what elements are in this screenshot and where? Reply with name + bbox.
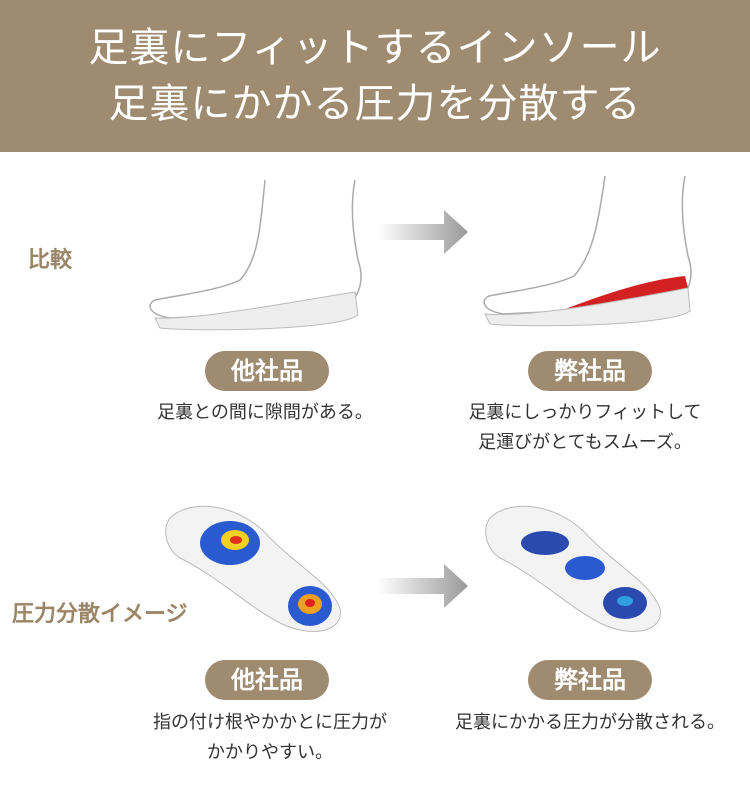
title-line-2: 足裏にかかる圧力を分散する xyxy=(108,81,642,127)
arrow-right-icon xyxy=(378,564,468,608)
header-banner: 足裏にフィットするインソール 足裏にかかる圧力を分散する xyxy=(0,0,750,152)
foot-our-product-image xyxy=(483,176,692,327)
arrow-right-icon xyxy=(378,210,468,254)
badge-competitor: 他社品 xyxy=(205,660,329,700)
foot-competitor-image xyxy=(149,180,362,331)
title-line-1: 足裏にフィットするインソール xyxy=(88,25,662,71)
caption-our-product: 足裏にしっかりフィットして足運びがとてもスムーズ。 xyxy=(468,402,702,453)
badge-our-product: 弊社品 xyxy=(528,351,652,391)
pressure-map-our-product-image xyxy=(485,505,661,632)
badge-our-product: 弊社品 xyxy=(528,660,652,700)
badge-competitor: 他社品 xyxy=(205,351,329,391)
caption-competitor: 指の付け根やかかとに圧力がかかりやすい。 xyxy=(153,712,387,763)
caption-our-product: 足裏にかかる圧力が分散される。 xyxy=(455,712,725,733)
pressure-map-competitor-image xyxy=(165,505,341,632)
section-label-pressure: 圧力分散イメージ xyxy=(12,602,188,627)
caption-competitor: 足裏との間に隙間がある。 xyxy=(157,402,373,423)
section-label-comparison: 比較 xyxy=(28,248,73,273)
